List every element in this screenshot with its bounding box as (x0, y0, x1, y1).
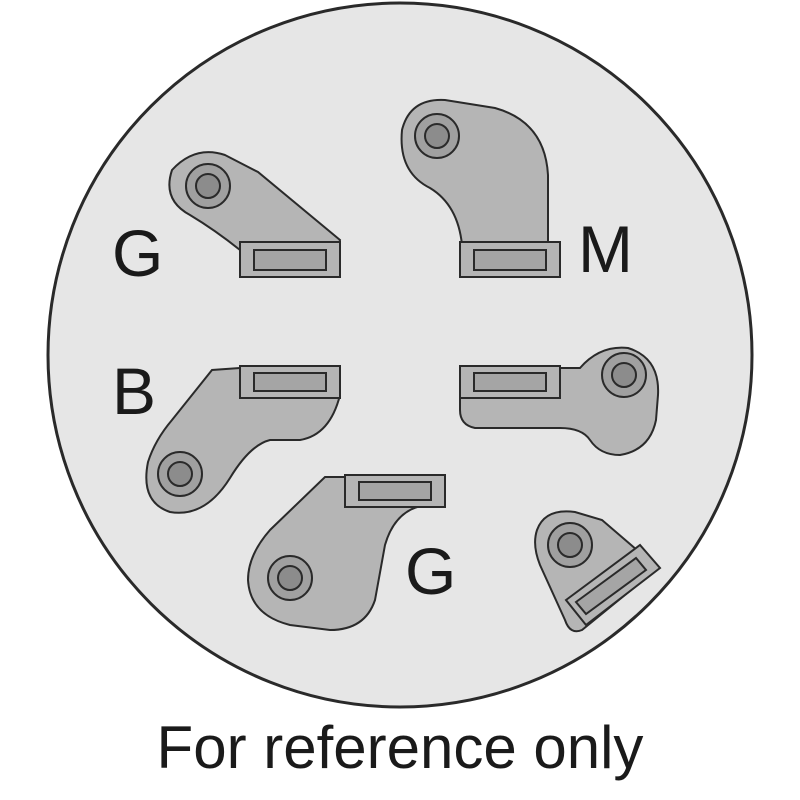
terminal-top-left (168, 151, 342, 278)
label-middle-left: B (112, 354, 156, 428)
terminal-middle-right (459, 346, 660, 457)
caption: For reference only (156, 714, 644, 781)
terminal-top-right (400, 98, 561, 278)
terminal-bottom-right (534, 510, 662, 633)
label-top-left: G (112, 216, 163, 290)
label-bottom-center: G (405, 534, 456, 608)
terminal-bottom-center (246, 474, 446, 632)
terminal-middle-left (145, 365, 341, 514)
label-top-right: M (578, 212, 633, 286)
